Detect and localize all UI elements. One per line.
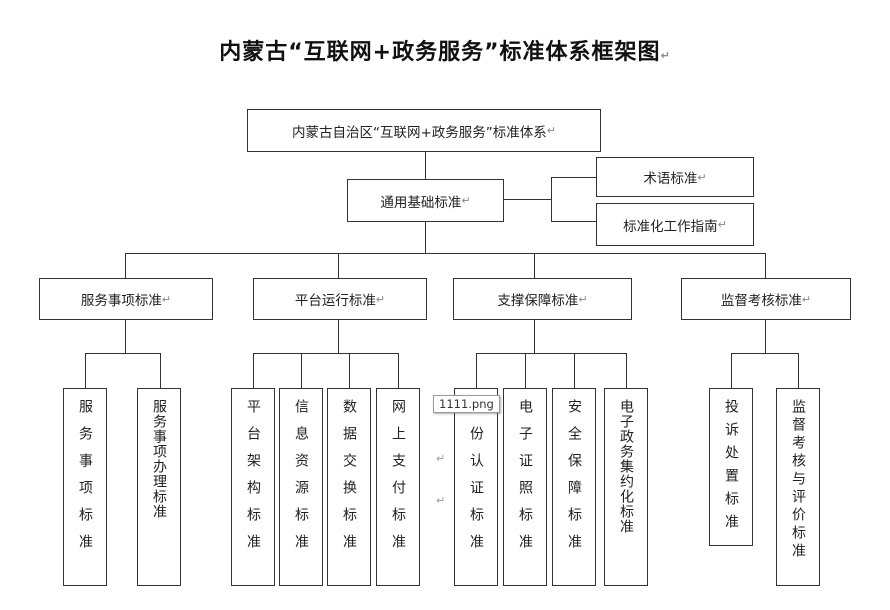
filename-tooltip: 1111.png (433, 395, 500, 413)
leaf-data-exchange: 数据交换标准 (327, 388, 371, 586)
leaf-platform-architecture: 平台架构标准 (231, 388, 275, 586)
diagram-title: 内蒙古“互联网+政务服务”标准体系框架图↵ (219, 40, 671, 65)
guide-node: 标准化工作指南↵ (596, 203, 754, 246)
category-support: 支撑保障标准↵ (453, 278, 632, 320)
leaf-security-assurance: 安全保障标准 (552, 388, 596, 586)
leaf-information-resources: 信息资源标准 (279, 388, 323, 586)
leaf-egov-intensification: 电子政务集约化标准 (604, 388, 648, 586)
leaf-online-payment: 网上支付标准 (376, 388, 420, 586)
category-service-items: 服务事项标准↵ (39, 278, 213, 320)
paragraph-mark: ↵ (436, 494, 446, 507)
paragraph-mark: ↵ (436, 452, 446, 465)
leaf-service-handling-standard: 服务事项办理标准 (137, 388, 181, 586)
leaf-complaint-handling: 投诉处置标准 (709, 388, 753, 546)
category-platform-operation: 平台运行标准↵ (253, 278, 427, 320)
category-supervision: 监督考核标准↵ (681, 278, 851, 320)
leaf-identity-authentication: 身份认证标准 (454, 388, 498, 586)
general-node: 通用基础标准↵ (347, 179, 504, 222)
leaf-electronic-license: 电子证照标准 (503, 388, 547, 586)
terminology-node: 术语标准↵ (596, 157, 754, 197)
leaf-supervision-evaluation: 监督考核与评价标准 (776, 388, 820, 586)
leaf-service-items-standard: 服务事项标准 (63, 388, 107, 586)
root-node: 内蒙古自治区“互联网+政务服务”标准体系↵ (247, 109, 601, 152)
